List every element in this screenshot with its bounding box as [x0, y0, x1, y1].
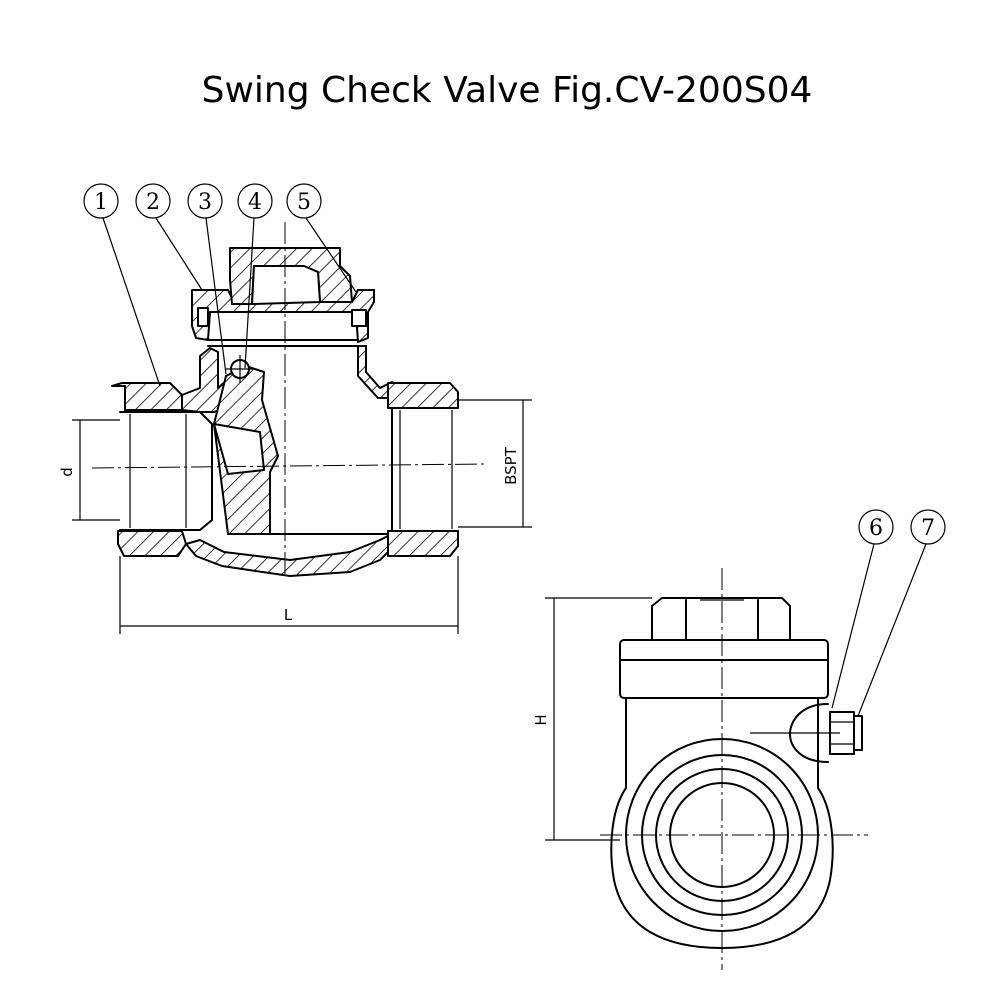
balloon-3: 3	[187, 183, 227, 375]
balloon-5: 5	[286, 183, 357, 293]
svg-text:1: 1	[94, 190, 108, 215]
svg-text:5: 5	[297, 190, 311, 215]
dimension-l-label: L	[284, 606, 293, 624]
dimension-bspt-label: BSPT	[502, 446, 520, 485]
svg-text:7: 7	[921, 516, 935, 541]
drawing-title: Swing Check Valve Fig.CV-200S04	[202, 70, 813, 111]
balloon-2: 2	[135, 183, 203, 291]
svg-text:4: 4	[248, 190, 262, 215]
section-view: d BSPT L 1 2 3 4	[58, 183, 532, 634]
dimension-h-label: H	[532, 714, 550, 725]
end-view: H 6 7	[532, 509, 946, 970]
balloon-7: 7	[857, 509, 946, 717]
balloon-6: 6	[831, 509, 894, 709]
svg-text:6: 6	[869, 516, 883, 541]
svg-text:3: 3	[198, 190, 212, 215]
balloon-4: 4	[237, 183, 273, 369]
svg-text:2: 2	[146, 190, 160, 215]
balloon-1: 1	[83, 183, 161, 387]
dimension-d-label: d	[58, 467, 76, 477]
